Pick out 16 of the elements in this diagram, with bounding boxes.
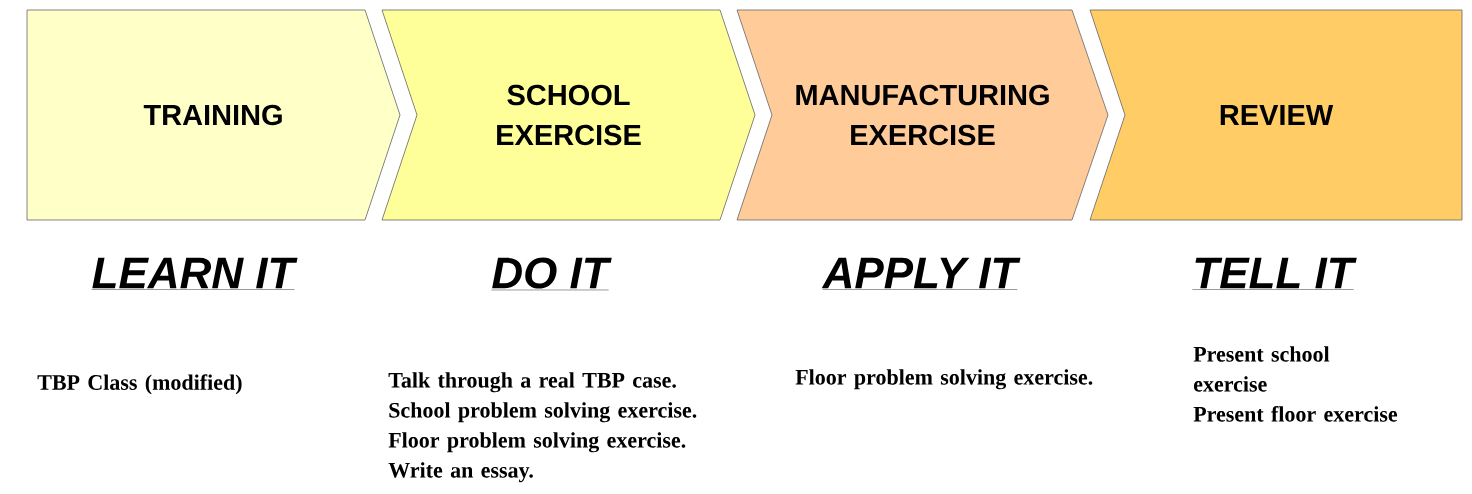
node-label: Write an essay. xyxy=(388,462,533,483)
description-text: Present school exercise Present floor exercise xyxy=(1193,346,1398,422)
stage-heading: TELL IT xyxy=(1192,257,1357,290)
stage-heading: DO IT xyxy=(491,257,612,291)
node-label: Talk through a real TBP case. xyxy=(388,372,676,393)
process-step: SCHOOL EXERCISE xyxy=(381,9,756,221)
stage-heading: LEARN IT xyxy=(91,257,298,290)
node-label: Floor problem solving exercise. xyxy=(388,432,686,453)
description-text: Talk through a real TBP case. School problem solving exercise. Floor problem solving exercise. Write an essay. xyxy=(388,372,697,483)
node-label: School problem solving exercise. xyxy=(389,402,697,423)
description-text: Floor problem solving exercise. xyxy=(795,369,1093,390)
stage-heading: APPLY IT xyxy=(821,257,1021,290)
description-text: TBP Class (modified) xyxy=(37,374,242,395)
process-step: REVIEW xyxy=(1089,9,1463,221)
process-step: MANUFACTURING EXERCISE xyxy=(736,9,1109,221)
process-step: TRAINING xyxy=(26,9,401,221)
